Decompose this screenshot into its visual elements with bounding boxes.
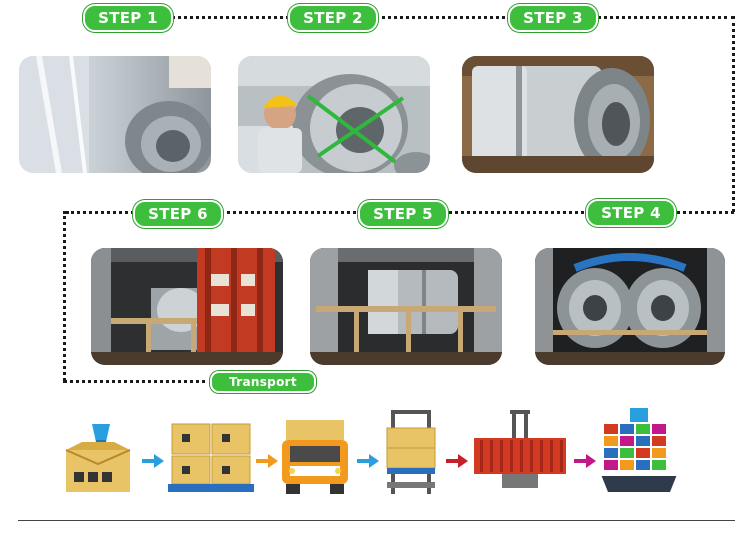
step-2-badge: STEP 2 [288, 4, 378, 32]
dotted-connector-top [165, 16, 735, 19]
large-steel-coil-photo [462, 56, 654, 173]
container-loading-photo-right [535, 248, 725, 365]
bottom-divider [18, 520, 735, 521]
truck-icon [280, 418, 350, 494]
dotted-connector-right [732, 16, 735, 212]
step-5-badge: STEP 5 [358, 200, 448, 228]
step-4-badge: STEP 4 [586, 199, 676, 227]
dotted-connector-left [63, 211, 66, 381]
transport-badge: Transport [210, 371, 316, 393]
arrow-right-icon-3 [357, 454, 379, 473]
container-loading-photo-middle [310, 248, 502, 365]
step-6-badge: STEP 6 [133, 200, 223, 228]
step-3-badge: STEP 3 [508, 4, 598, 32]
dotted-connector-bottom [63, 380, 213, 383]
arrow-right-icon-5 [574, 454, 596, 473]
step-1-badge: STEP 1 [83, 4, 173, 32]
worker-coil-inspection-photo [238, 56, 430, 173]
arrow-right-icon-1 [142, 454, 164, 473]
forklift-load-icon [383, 410, 439, 494]
container-crane-icon [472, 410, 568, 494]
arrow-right-icon-2 [256, 454, 278, 473]
steel-coil-closeup-photo [19, 56, 211, 173]
pallet-boxes-icon [168, 420, 254, 494]
arrow-right-icon-4 [446, 454, 468, 473]
package-icon [62, 420, 134, 494]
container-loading-photo-left [91, 248, 283, 365]
cargo-ship-icon [600, 408, 680, 494]
